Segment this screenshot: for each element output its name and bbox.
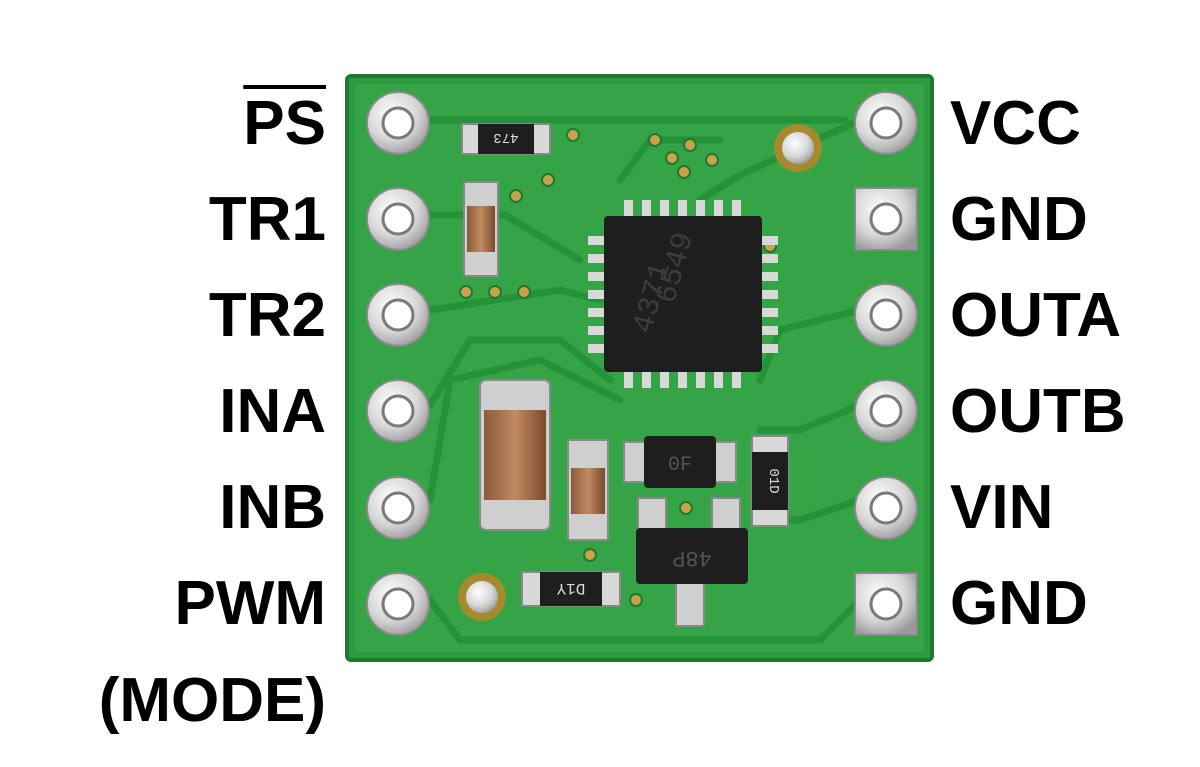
resistor-bottom (521, 571, 621, 607)
pin-label-gnd-bottom: GND (950, 569, 1088, 638)
capacitor-large (479, 379, 551, 531)
pin-label-ps: PS (243, 89, 326, 158)
driver-ic (588, 200, 778, 388)
diode (623, 436, 737, 488)
capacitor-small-top (463, 181, 499, 277)
right-pin-header (854, 91, 918, 636)
resistor-top-marking: 473 (493, 129, 518, 145)
vias (459, 128, 777, 607)
pin-label-outa: OUTA (950, 281, 1122, 350)
diode-marking: 0F (668, 454, 692, 477)
capacitor-medium (567, 439, 609, 541)
regulator (636, 497, 748, 627)
pin-label-gnd-top: GND (950, 185, 1088, 254)
pcb-traces (426, 116, 864, 644)
pin-label-vin: VIN (950, 473, 1054, 542)
left-pin-header (366, 91, 430, 636)
pin-label-pwm: PWM (174, 569, 326, 638)
resistor-right-marking: 01D (765, 468, 781, 493)
pin-label-inb: INB (219, 473, 326, 542)
resistor-right (751, 435, 789, 527)
pin-label-tr1: TR1 (208, 185, 326, 254)
pin-label-tr2: TR2 (208, 281, 326, 350)
resistor-bottom-marking: D1Y (556, 579, 585, 597)
regulator-marking: 48P (672, 545, 712, 570)
pin-label-outb: OUTB (950, 377, 1126, 446)
resistor-top (461, 123, 551, 155)
pin-label-vcc: VCC (950, 89, 1081, 158)
pin-label-mode: (MODE) (98, 666, 326, 735)
pin-label-ina: INA (219, 377, 326, 446)
